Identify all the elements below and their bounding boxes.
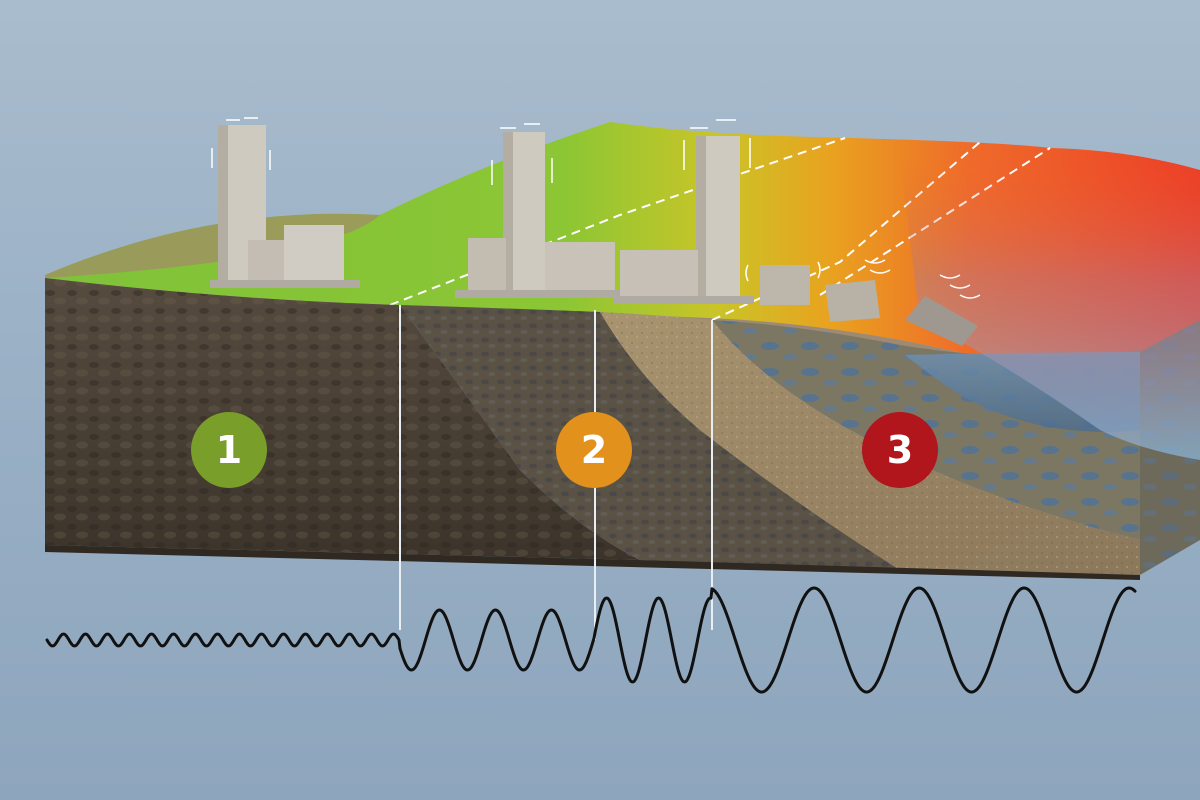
zone-badge-1-label: 1 <box>216 428 242 472</box>
zone-badge-3: 3 <box>862 412 938 488</box>
building-tower-2 <box>491 123 553 292</box>
zone-badge-2-label: 2 <box>581 428 607 472</box>
building-damaged-2 <box>825 259 891 322</box>
zone-badge-1-circle <box>191 412 267 488</box>
surface-divider-1 <box>389 137 846 306</box>
zone-badge-1: 1 <box>191 412 267 488</box>
buildings <box>210 117 981 346</box>
zone-badge-2: 2 <box>556 412 632 488</box>
building-block-3 <box>614 250 754 304</box>
seismic-wave <box>45 586 1137 694</box>
building-block-2 <box>455 238 630 298</box>
zone-badge-3-label: 3 <box>887 428 913 472</box>
building-collapsed <box>905 274 981 346</box>
building-damaged-1 <box>745 261 821 305</box>
zone-badge-3-circle <box>862 412 938 488</box>
zone-badge-2-circle <box>556 412 632 488</box>
building-tower-3 <box>683 119 751 296</box>
building-block-1 <box>210 225 360 288</box>
amplification-mist <box>900 156 1200 460</box>
